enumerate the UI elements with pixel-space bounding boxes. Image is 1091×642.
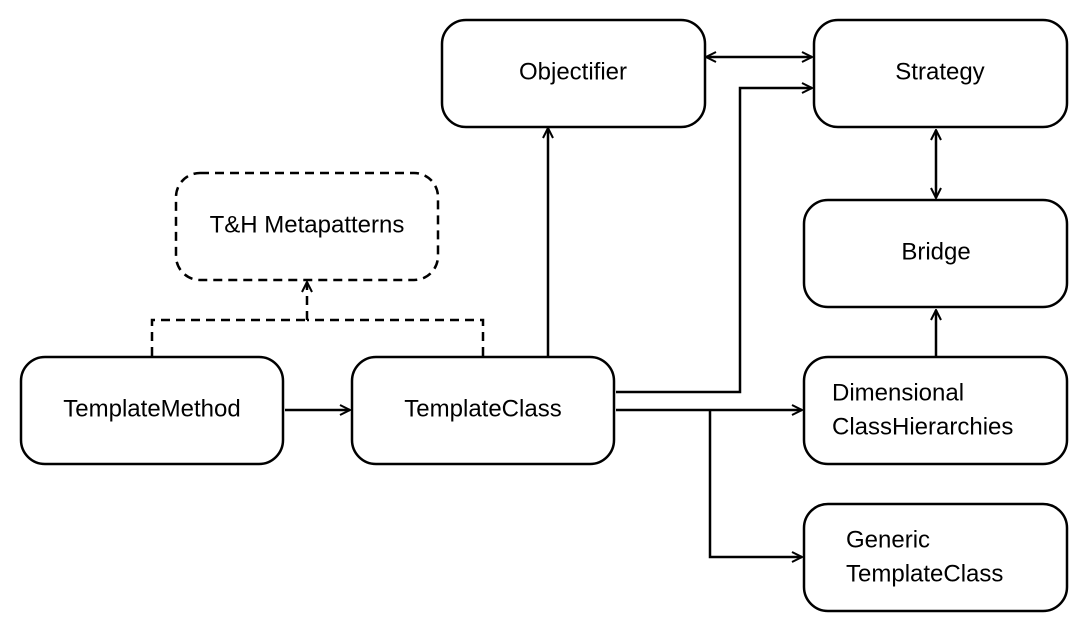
node-templatemethod[interactable]: TemplateMethod	[19, 355, 285, 466]
edge-dashed-templateclass	[307, 318, 485, 356]
node-dimensional-label-line2: ClassHierarchies	[832, 413, 1013, 440]
node-dimensional-label-line1: Dimensional	[832, 379, 964, 406]
edges	[150, 57, 936, 557]
node-strategy[interactable]: Strategy	[812, 18, 1069, 129]
node-templateclass-label: TemplateClass	[404, 395, 561, 422]
node-generic[interactable]: Generic TemplateClass	[802, 502, 1069, 613]
node-metapatterns[interactable]: T&H Metapatterns	[174, 171, 440, 282]
node-objectifier-label: Objectifier	[519, 58, 627, 85]
node-templatemethod-label: TemplateMethod	[63, 395, 240, 422]
edge-templateclass-generic	[708, 410, 802, 557]
node-bridge-label: Bridge	[901, 238, 970, 265]
node-templateclass[interactable]: TemplateClass	[350, 355, 616, 466]
node-generic-label-line1: Generic	[846, 526, 930, 553]
edge-dashed-templatemethod	[150, 318, 307, 356]
node-dimensional[interactable]: Dimensional ClassHierarchies	[802, 355, 1069, 466]
node-objectifier[interactable]: Objectifier	[440, 18, 707, 129]
node-metapatterns-label: T&H Metapatterns	[210, 211, 405, 238]
node-generic-label-line2: TemplateClass	[846, 560, 1003, 587]
node-strategy-label: Strategy	[895, 58, 984, 85]
edge-templateclass-strategy	[616, 88, 812, 394]
node-bridge[interactable]: Bridge	[802, 198, 1069, 309]
